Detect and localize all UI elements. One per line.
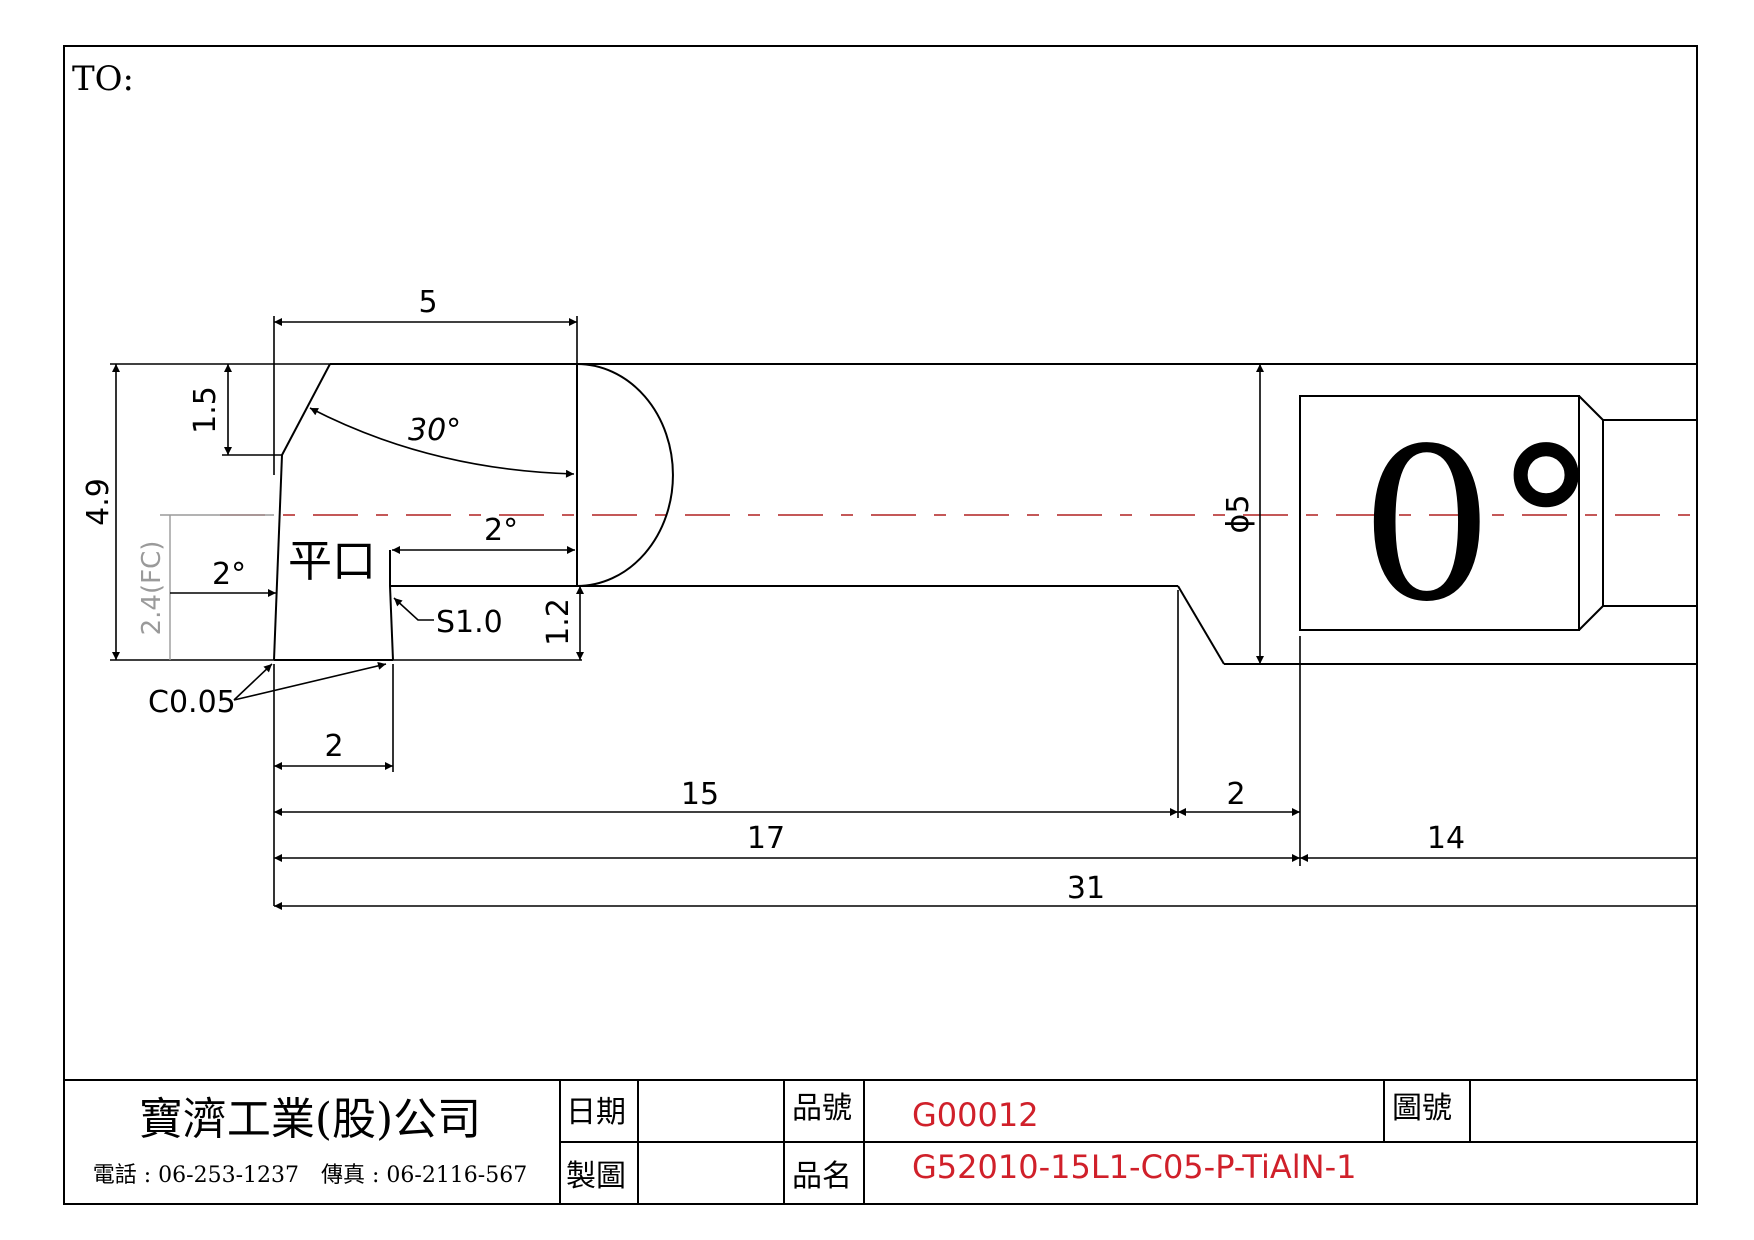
to-label: TO: — [72, 59, 134, 99]
dim-angle-30-label: 30° — [408, 413, 461, 448]
dim-angle-left-label: 2° — [212, 557, 246, 592]
dim-chamfer-label: C0.05 — [148, 685, 236, 720]
drawing-no-label: 圖號 — [1392, 1091, 1452, 1126]
company-contact: 電話 : 06-253-1237 傳真 : 06-2116-567 — [93, 1163, 527, 1188]
title-block — [559, 1080, 1697, 1204]
company-name: 寶濟工業(股)公司 — [139, 1094, 481, 1145]
dim-chamfer: C0.05 — [148, 661, 387, 720]
dim-tip-width: 2 — [273, 664, 394, 906]
dim-step-height: 1.2 — [536, 585, 584, 660]
part-no-label: 品號 — [792, 1091, 852, 1126]
dim-transition-label: 2 — [1226, 777, 1245, 812]
dim-angle-right: 2° — [392, 513, 575, 554]
dim-tip-width-label: 2 — [324, 729, 343, 764]
dim-shank-14-label: 14 — [1427, 821, 1465, 856]
dim-angle-30: 30° — [309, 407, 575, 478]
date-label: 日期 — [566, 1095, 626, 1130]
big-angle-label: 0° — [1360, 403, 1599, 648]
dim-neck-length-label: 15 — [681, 777, 719, 812]
dim-fc-height: 2.4(FC) — [137, 514, 274, 660]
dim-chamfer-height-label: 1.5 — [188, 386, 223, 434]
dim-fc-height-label: 2.4(FC) — [137, 541, 167, 636]
dim-overall-17: 17 14 — [274, 821, 1697, 862]
drawing-frame — [63, 45, 1698, 1205]
dim-diameter: ϕ5 — [1221, 364, 1264, 664]
dim-total-height: 4.9 — [81, 363, 330, 661]
drawn-label: 製圖 — [566, 1159, 626, 1194]
dim-chamfer-height: 1.5 — [188, 364, 282, 456]
part-no-value: G00012 — [912, 1096, 1039, 1134]
tool-profile — [273, 363, 1697, 665]
dim-overall-31-label: 31 — [1067, 871, 1105, 906]
dim-overall-31: 31 — [274, 871, 1697, 910]
flat-label: 平口 — [288, 536, 376, 587]
dim-radius-label: S1.0 — [436, 605, 503, 640]
dim-step-height-label: 1.2 — [541, 598, 576, 646]
dim-diameter-label: ϕ5 — [1221, 495, 1256, 534]
dim-total-height-label: 4.9 — [81, 478, 116, 526]
dim-top-width: 5 — [273, 285, 578, 455]
dim-neck: 15 2 — [274, 590, 1301, 866]
dim-angle-right-label: 2° — [484, 513, 518, 548]
part-name-label: 品名 — [792, 1159, 852, 1194]
part-name-value: G52010-15L1-C05-P-TiAlN-1 — [912, 1148, 1356, 1186]
dim-angle-left: 2° — [170, 557, 276, 597]
dim-top-width-label: 5 — [418, 285, 437, 320]
dim-radius: S1.0 — [393, 597, 503, 640]
dim-overall-17-label: 17 — [747, 821, 785, 856]
